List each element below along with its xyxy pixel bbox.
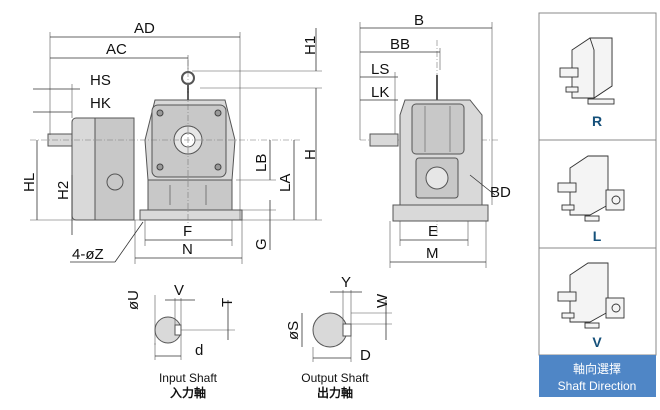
dim-d: d [195, 342, 203, 359]
output-shaft [369, 133, 399, 147]
dim-D: D [360, 347, 371, 364]
output-shaft-caption: Output Shaft [301, 371, 369, 385]
input-shaft-caption: Input Shaft [159, 371, 218, 385]
dim-BB: BB [390, 36, 410, 53]
gearbox-base [147, 179, 233, 211]
dim-V: V [174, 282, 184, 299]
dim-AD: AD [134, 20, 155, 37]
reducer-R-icon [559, 37, 615, 105]
dim-H2: H2 [55, 181, 72, 200]
dim-LS: LS [371, 61, 389, 78]
output-shaft-caption-zh: 出力軸 [317, 385, 353, 400]
dim-Y: Y [341, 274, 351, 291]
dim-BD: BD [490, 184, 511, 201]
shaft-direction-banner [539, 355, 656, 397]
inspection-cover [106, 173, 124, 191]
input-shaft-detail: øU V T d Input Shaft 入力軸 [125, 282, 236, 400]
dim-H1: H1 [302, 36, 319, 55]
dim-HS: HS [90, 72, 111, 89]
dim-E: E [428, 223, 438, 240]
reducer-L-icon [557, 155, 625, 222]
dim-F: F [183, 223, 192, 240]
output-bore-section [312, 312, 348, 348]
dim-T: T [219, 298, 236, 307]
dim-HK: HK [90, 95, 111, 112]
dim-G: G [253, 238, 270, 250]
option-R-label: R [592, 113, 602, 129]
input-housing-side [94, 117, 135, 221]
dim-AC: AC [106, 41, 127, 58]
input-shaft-caption-zh: 入力軸 [170, 385, 206, 400]
side-view: B BB LS LK BD E M [359, 12, 511, 268]
dim-N: N [182, 241, 193, 258]
dim-HL: HL [21, 173, 38, 192]
shaft-direction-panel: R L V 軸向選擇 Shaft Direction [538, 12, 657, 397]
side-base [392, 204, 489, 222]
dim-oU: øU [125, 290, 142, 310]
option-L-label: L [593, 228, 602, 244]
dim-H: H [302, 149, 319, 160]
dim-LA: LA [277, 174, 294, 192]
dim-4-oZ: 4-øZ [72, 246, 104, 263]
shaft-direction-title-zh: 軸向選擇 [573, 361, 621, 376]
dim-B: B [414, 12, 424, 29]
dim-LK: LK [371, 84, 389, 101]
option-V-label: V [592, 334, 602, 350]
shaft-direction-title-en: Shaft Direction [558, 379, 637, 393]
dim-M: M [426, 245, 439, 262]
dim-oS: øS [285, 321, 302, 340]
reducer-V-icon [557, 262, 625, 329]
dim-W: W [374, 293, 391, 308]
front-view: AD AC HS HK H1 H LB LA HL H2 F N G 4-øZ [21, 20, 322, 264]
output-shaft-detail: øS Y W D Output Shaft 出力軸 [285, 274, 392, 400]
dim-LB: LB [253, 154, 270, 172]
